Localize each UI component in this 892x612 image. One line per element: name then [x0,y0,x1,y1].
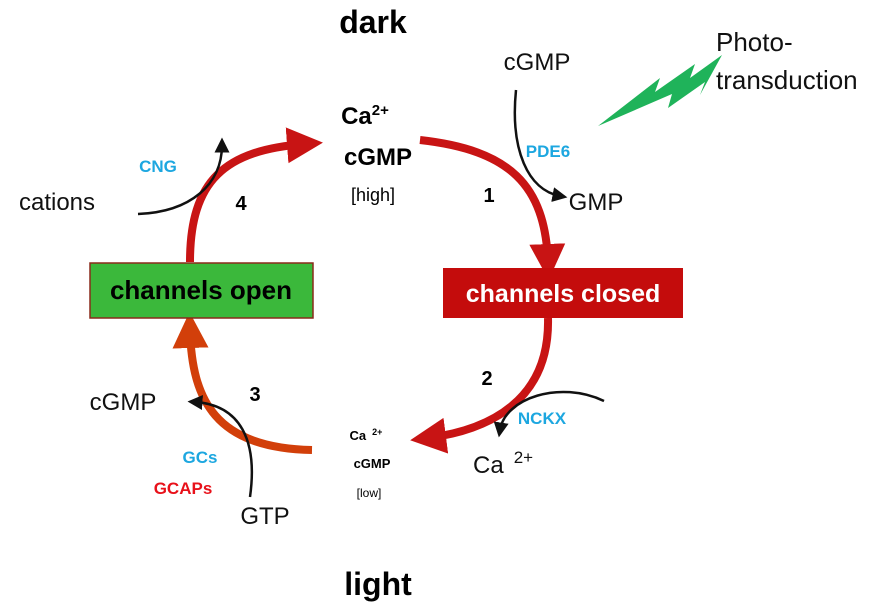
arrow-step-4 [186,127,323,263]
gc-product-label: cGMP [90,389,157,416]
gc-regulator-label: GCAPs [154,479,213,498]
step-number-2: 2 [481,368,492,390]
gc-substrate-label: GTP [240,503,289,530]
channels-open-box [89,262,314,319]
step-number-3: 3 [249,384,260,406]
channels-open-label: channels open [110,275,292,305]
channels-closed-box [443,268,683,318]
bottom-state-level: [low] [357,486,382,500]
top-state-messenger: cGMP [344,144,412,171]
arrow-step-2 [410,317,553,454]
cng-reaction-arrow [137,137,230,216]
nckx-reaction-arrow [493,390,605,438]
pde-reaction-arrow [513,89,568,202]
bottom-state-messenger: cGMP [354,456,391,471]
trigger-label-line1: Photo- [716,27,793,57]
arrow-step-1 [419,136,566,280]
step-number-4: 4 [235,193,247,215]
step-number-1: 1 [483,185,494,207]
pde-enzyme-label: PDE6 [526,142,570,161]
heading-light: light [344,566,412,602]
top-state-ion: Ca2+ [341,102,389,130]
channels-closed-label: channels closed [466,280,661,308]
pde-product-label: GMP [569,189,624,216]
cng-substrate-label: cations [19,189,95,216]
pde-substrate-label: cGMP [504,49,571,76]
trigger-label-line2: transduction [716,65,858,95]
heading-dark: dark [339,4,407,40]
cng-enzyme-label: CNG [139,157,177,176]
gc-enzyme-label: GCs [183,448,218,467]
nckx-enzyme-label: NCKX [518,409,567,428]
lightning-bolt-icon [598,55,722,126]
arrow-step-3 [172,312,313,454]
top-state-level: [high] [351,185,395,205]
gc-reaction-arrow [187,395,254,498]
